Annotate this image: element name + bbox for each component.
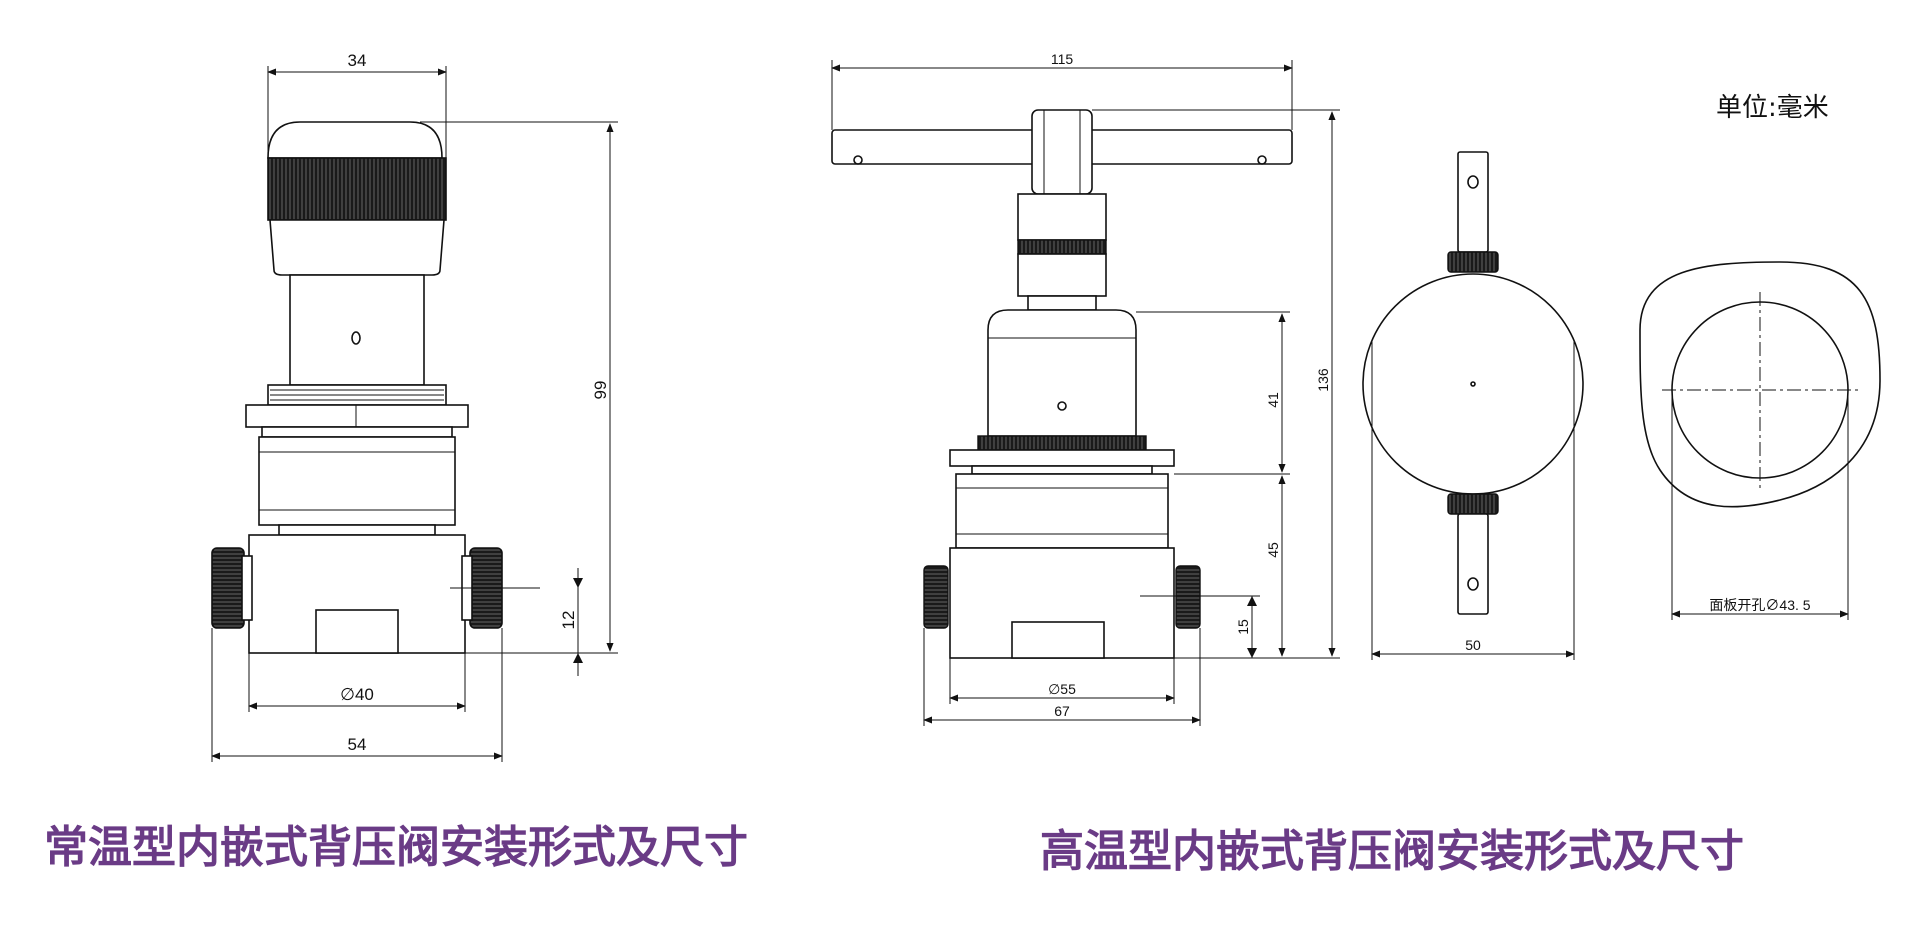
dim-base-width: 54 bbox=[348, 735, 367, 754]
dim-handle-width: 115 bbox=[1051, 51, 1074, 67]
dim-port-height: 12 bbox=[559, 611, 578, 630]
dim-upper-height: 41 bbox=[1265, 392, 1281, 408]
unit-label: 单位:毫米 bbox=[1716, 93, 1829, 123]
dim-base-width-ht: 67 bbox=[1054, 703, 1070, 719]
dim-side-width: 50 bbox=[1465, 637, 1481, 653]
dim-height: 99 bbox=[591, 381, 610, 400]
dim-diameter-ht: ∅55 bbox=[1048, 681, 1076, 697]
high-temp-caption: 高温型内嵌式背压阀安装形式及尺寸 bbox=[1040, 826, 1744, 877]
normal-temp-caption: 常温型内嵌式背压阀安装形式及尺寸 bbox=[44, 822, 748, 873]
dim-total-height: 136 bbox=[1315, 368, 1331, 392]
dim-diameter: ∅40 bbox=[340, 685, 374, 704]
dim-panel-hole: 面板开孔∅43. 5 bbox=[1709, 597, 1810, 613]
high-temp-valve-drawing: 115 136 41 45 15 ∅55 67 bbox=[831, 51, 1340, 726]
dim-lower-height: 45 bbox=[1265, 542, 1281, 558]
normal-temp-valve-drawing: 34 99 12 ∅40 54 bbox=[211, 51, 618, 762]
side-view-drawing: 50 bbox=[1362, 151, 1584, 660]
dim-port-height-ht: 15 bbox=[1235, 619, 1251, 635]
dim-top-width: 34 bbox=[348, 51, 367, 70]
panel-cutout-drawing: 面板开孔∅43. 5 bbox=[1639, 261, 1881, 620]
